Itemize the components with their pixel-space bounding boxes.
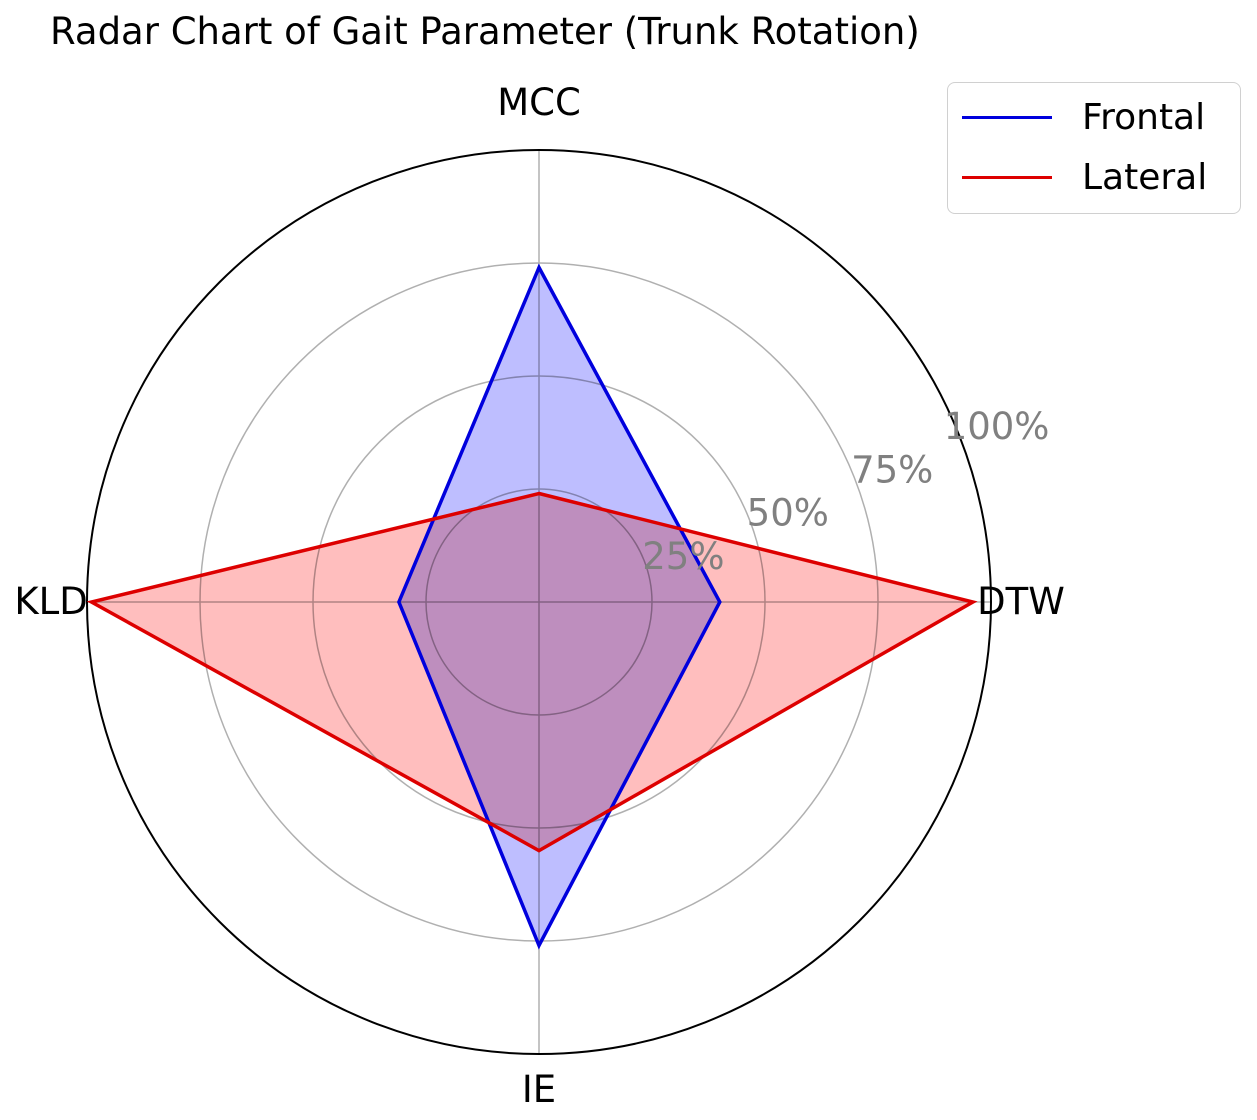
axis-label-mcc: MCC <box>497 81 581 124</box>
series-layer <box>86 263 978 950</box>
series-line-lateral <box>86 491 978 853</box>
outer-frame <box>86 149 992 1055</box>
legend: Frontal Lateral <box>947 82 1241 214</box>
legend-label-lateral: Lateral <box>1082 156 1208 198</box>
series-line-frontal <box>397 263 722 950</box>
axis-label-kld: KLD <box>14 580 87 623</box>
radial-tick-label: 75% <box>851 448 933 491</box>
radial-tick-label: 100% <box>944 405 1050 448</box>
legend-swatch-lateral <box>962 175 1052 179</box>
axis-label-dtw: DTW <box>977 580 1065 623</box>
series-fill-lateral <box>91 493 973 851</box>
radial-tick-label: 50% <box>747 492 829 535</box>
axis-label-ie: IE <box>522 1068 556 1111</box>
chart-title: Radar Chart of Gait Parameter (Trunk Rot… <box>50 10 920 53</box>
legend-swatch-frontal <box>962 115 1052 119</box>
legend-item-lateral: Lateral <box>962 156 1208 198</box>
legend-label-frontal: Frontal <box>1082 96 1206 138</box>
label-layer: MCC DTW IE KLD 25% 50% 75% 100% <box>14 81 1065 1111</box>
radial-tick-label: 25% <box>642 535 724 578</box>
legend-item-frontal: Frontal <box>962 96 1206 138</box>
